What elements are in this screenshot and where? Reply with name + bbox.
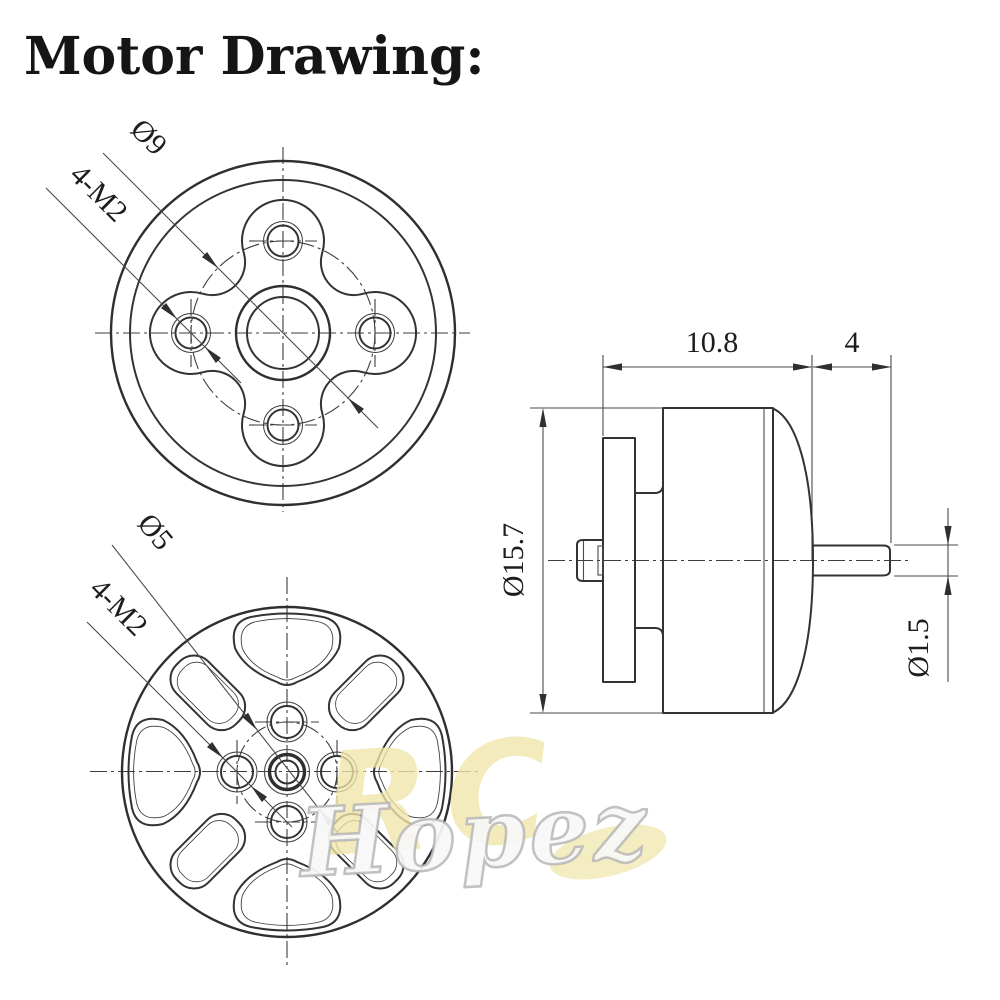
shaft-dia-dimension: Ø1.5 [902,508,952,682]
front-dia-label: Ø9 [124,113,173,162]
bell-dia-dimension: Ø5 [111,507,346,843]
shaft-length-label: 4 [845,326,860,359]
output-shaft [812,544,891,577]
bell-mount-holes [216,701,358,843]
motor-body [662,407,814,714]
front-hub-outer [234,284,332,382]
front-inner-rim [129,179,437,487]
bearing-step [634,485,664,636]
front-outer-circle [109,159,457,507]
front-holes-label: 4-M2 [63,158,133,228]
front-hub-bore [246,296,320,370]
shaft-length-dimension: 4 [813,326,891,371]
bell-cutouts [127,612,447,932]
body-dia-dimension: Ø15.7 [497,408,547,713]
bell-shaft-hole [263,748,311,796]
bell-holes-label: 4-M2 [83,572,153,642]
front-view: Ø9 4-M2 [45,113,470,512]
shaft-screw-head [576,539,604,582]
body-length-dimension: 10.8 [603,326,812,371]
page-title: Motor Drawing: [24,26,485,87]
front-quatrefoil [149,199,417,467]
front-mount-holes [171,221,395,445]
bell-view: Ø5 4-M2 [83,507,480,966]
bell-outer-circle [120,605,454,939]
body-length-label: 10.8 [686,326,739,359]
side-view: Ø15.7 10.8 4 Ø1.5 [497,326,958,714]
motor-dome [773,408,814,713]
body-dia-label: Ø15.7 [497,523,530,597]
shaft-dia-label: Ø1.5 [902,618,935,677]
bell-dia-label: Ø5 [131,507,180,556]
